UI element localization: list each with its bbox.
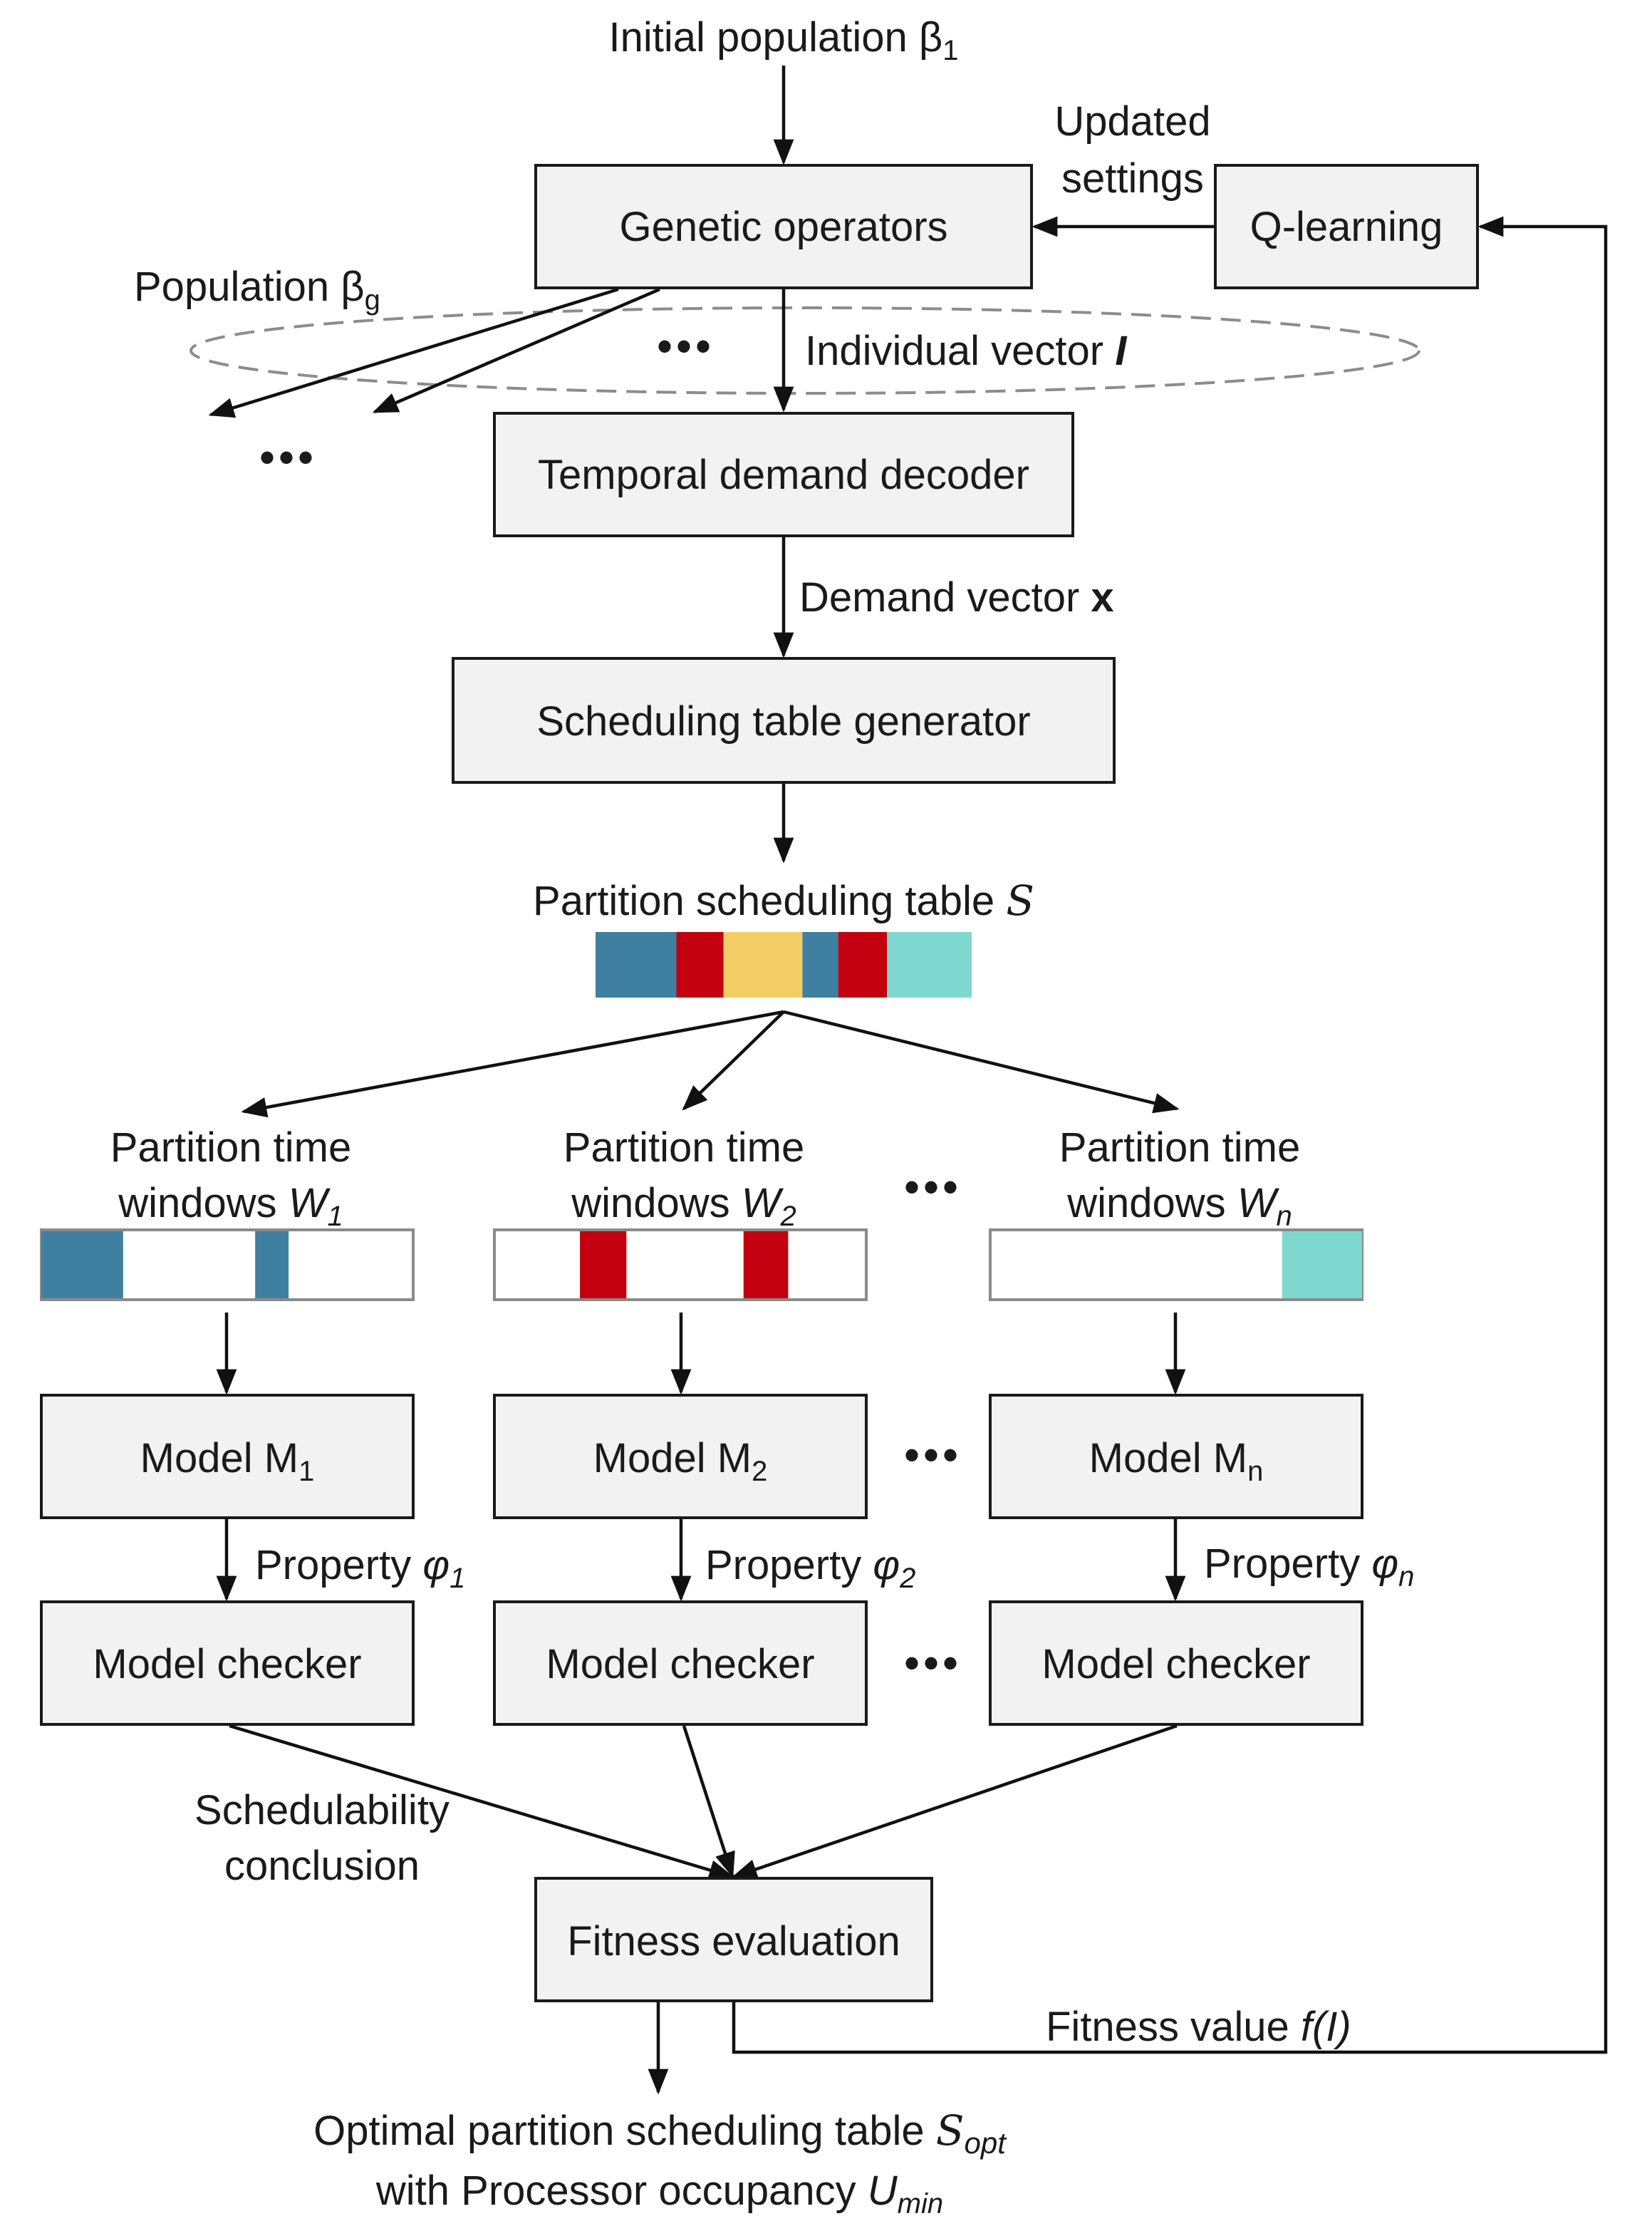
schedulability-label-line1: Schedulability	[194, 1787, 450, 1833]
initial-population-label: Initial population β1	[609, 14, 959, 66]
updated-settings-line2: settings	[1061, 155, 1204, 202]
demand-vector-label: Demand vector x	[799, 574, 1114, 621]
partition-n-time-window-bar	[989, 1228, 1363, 1301]
time-window-segment-red	[580, 1231, 627, 1298]
population-ellipsis-center: •••	[657, 322, 715, 370]
q-learning-box	[1214, 164, 1479, 289]
model-checker-1-label: Model checker	[93, 1641, 361, 1687]
scheduling-table-generator-box	[452, 657, 1116, 784]
scheduling-table-generator-label: Scheduling table generator	[536, 698, 1030, 745]
arrow-genetic-to-individual-1	[208, 287, 619, 418]
genetic-operators-label: Genetic operators	[619, 204, 947, 250]
schedulability-label-line2: conclusion	[224, 1843, 420, 1889]
time-window-segment-teal	[1282, 1231, 1362, 1298]
population-ellipse	[189, 306, 1420, 395]
checkers-ellipsis: •••	[904, 1639, 962, 1687]
model-checker-2-box	[493, 1600, 868, 1726]
q-learning-label: Q-learning	[1250, 204, 1443, 250]
property-n-label: Property φn	[1204, 1541, 1414, 1593]
partition-2-windows-label: windows W2	[571, 1180, 796, 1232]
output-line2: with Processor occupancy Umin	[375, 2168, 943, 2220]
property-1-label: Property φ1	[255, 1542, 465, 1594]
partitions-ellipsis: •••	[904, 1163, 962, 1211]
partition-scheduling-table-label: Partition scheduling table S	[533, 876, 1034, 925]
population-label: Population βg	[134, 264, 380, 316]
model-1-box	[40, 1394, 415, 1519]
fitness-value-label: Fitness value f(I)	[1046, 2004, 1351, 2050]
property-2-label: Property φ2	[705, 1542, 915, 1594]
model-n-box	[989, 1394, 1363, 1519]
individual-vector-label: Individual vector I	[805, 328, 1128, 374]
arrow-checker-1-to-fitness	[229, 1724, 735, 1880]
model-checker-n-box	[989, 1600, 1363, 1726]
temporal-demand-decoder-label: Temporal demand decoder	[538, 452, 1029, 498]
partition-2-title: Partition time	[563, 1124, 804, 1171]
arrow-checker-2-to-fitness	[682, 1725, 735, 1878]
partition-scheduling-table-bar	[596, 932, 972, 998]
fitness-evaluation-label: Fitness evaluation	[567, 1918, 900, 1965]
population-ellipsis-left: •••	[259, 433, 317, 481]
model-checker-2-label: Model checker	[546, 1641, 814, 1687]
partition-2-time-window-bar	[493, 1228, 868, 1301]
time-window-frame	[493, 1228, 868, 1301]
model-2-label: Model M2	[593, 1435, 768, 1487]
schedule-segment-red	[676, 932, 724, 998]
partition-1-windows-label: windows W1	[118, 1180, 343, 1232]
models-ellipsis: •••	[904, 1431, 962, 1479]
model-n-label: Model Mn	[1089, 1435, 1264, 1487]
schedule-segment-yellow	[723, 932, 803, 998]
model-2-box	[493, 1394, 868, 1519]
arrow-table-to-partition-1	[241, 1010, 784, 1118]
time-window-segment-red	[743, 1231, 789, 1298]
arrow-table-to-partition-n	[783, 1010, 1180, 1114]
partition-1-title: Partition time	[110, 1124, 351, 1171]
updated-settings-line1: Updated	[1054, 98, 1210, 145]
schedule-segment-red	[838, 932, 888, 998]
time-window-segment-blue	[255, 1231, 289, 1298]
partition-n-windows-label: windows Wn	[1066, 1180, 1292, 1232]
model-1-label: Model M1	[140, 1435, 315, 1487]
output-line1: Optimal partition scheduling table Sopt	[313, 2106, 1007, 2160]
schedule-segment-teal	[887, 932, 972, 998]
arrow-checker-n-to-fitness	[731, 1724, 1178, 1880]
partition-n-title: Partition time	[1059, 1124, 1300, 1171]
fitness-evaluation-box	[534, 1877, 933, 2002]
arrow-genetic-to-individual-2	[372, 287, 660, 414]
model-checker-1-box	[40, 1600, 415, 1726]
schedule-segment-blue	[802, 932, 838, 998]
genetic-operators-box	[534, 164, 1033, 289]
partition-1-time-window-bar	[40, 1228, 415, 1301]
schedule-segment-blue	[596, 932, 677, 998]
model-checker-n-label: Model checker	[1041, 1641, 1310, 1687]
time-window-segment-blue	[41, 1231, 123, 1298]
feedback-loop-line	[732, 216, 1608, 2054]
arrow-table-to-partition-2	[682, 1010, 785, 1111]
temporal-demand-decoder-box	[493, 412, 1074, 537]
